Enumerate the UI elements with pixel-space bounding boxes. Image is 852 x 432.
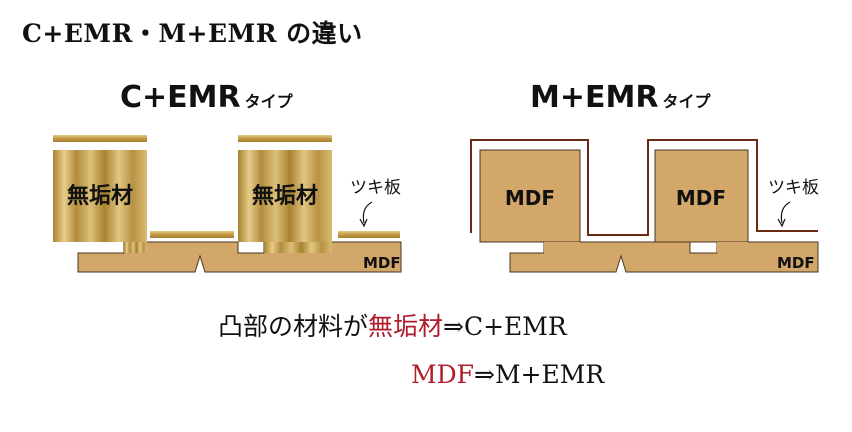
c-emr-top-strip: [238, 135, 332, 142]
c-emr-base-label: MDF: [363, 254, 401, 272]
conclusion-line-1-prefix: 凸部の材料が: [218, 312, 369, 341]
m-emr-block-label: MDF: [676, 186, 726, 210]
c-emr-diagram: 無垢材 無垢材 ツキ板 MDF: [53, 135, 402, 273]
page-title: C+EMR・M+EMR の違い: [22, 19, 363, 48]
c-emr-solid-block-foot: [264, 242, 332, 253]
c-emr-veneer-strip: [338, 231, 400, 238]
m-emr-mdf-block-foot: [544, 242, 580, 253]
c-emr-sheet-pointer: [362, 201, 373, 224]
m-emr-title-suffix: タイプ: [662, 92, 711, 111]
conclusion-line-1-suffix: ⇒C+EMR: [443, 312, 567, 341]
c-emr-block-label: 無垢材: [252, 183, 318, 209]
c-emr-solid-block: [53, 150, 147, 242]
m-emr-mdf-block-foot: [717, 242, 748, 253]
c-emr-solid-block-foot: [124, 242, 147, 253]
c-emr-veneer-strip: [150, 231, 234, 238]
c-emr-block-label: 無垢材: [67, 183, 133, 209]
conclusion-line-1: 凸部の材料が無垢材⇒C+EMR: [218, 307, 567, 343]
m-emr-sheet-pointer: [780, 201, 791, 224]
conclusion-line-2: MDF⇒M+EMR: [411, 360, 604, 389]
c-emr-solid-block: [238, 150, 332, 242]
m-emr-sheet-pointer-head: [777, 218, 786, 228]
conclusion-highlight-solid-wood: 無垢材: [368, 312, 444, 341]
c-emr-sheet-pointer-head: [359, 218, 368, 228]
m-emr-veneer-line: [470, 139, 818, 236]
m-emr-base-label: MDF: [777, 254, 815, 272]
conclusion-highlight-mdf: MDF: [411, 360, 474, 389]
m-emr-title-main: M+EMR: [530, 80, 659, 115]
c-emr-title-main: C+EMR: [120, 80, 241, 115]
m-emr-diagram: MDF MDF ツキ板 MDF: [470, 139, 819, 273]
m-emr-block-label: MDF: [505, 186, 555, 210]
m-emr-sheet-label: ツキ板: [768, 178, 819, 198]
conclusion-line-2-suffix: ⇒M+EMR: [474, 360, 605, 389]
c-emr-top-strip: [53, 135, 147, 142]
c-emr-sheet-label: ツキ板: [350, 178, 401, 198]
m-emr-mdf-block: [479, 149, 581, 243]
m-emr-mdf-block: [654, 149, 749, 243]
c-emr-title-suffix: タイプ: [244, 92, 293, 111]
